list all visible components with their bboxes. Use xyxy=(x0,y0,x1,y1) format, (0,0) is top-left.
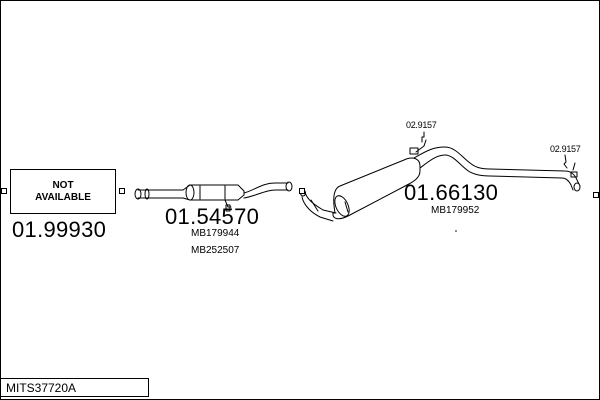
centre-oem-ref-1: MB179944 xyxy=(191,228,240,239)
rear-silencer-part-number: 01.66130 xyxy=(404,180,499,205)
stray-dot xyxy=(455,230,457,232)
joint-marker-1 xyxy=(119,188,125,194)
rear-oem-ref-1: MB179952 xyxy=(431,205,480,216)
centre-silencer-part-number: 01.54570 xyxy=(165,204,260,229)
assembly-code-label: MITS37720A xyxy=(1,378,149,397)
centre-oem-ref-2: MB252507 xyxy=(191,245,240,256)
bracket-part-number-1: 02.9157 xyxy=(406,120,437,130)
not-available-line1: NOT xyxy=(52,179,74,191)
not-available-line2: AVAILABLE xyxy=(35,191,91,203)
front-pipe-part-number: 01.99930 xyxy=(12,217,107,242)
bracket-pointers xyxy=(421,131,568,169)
joint-marker-2 xyxy=(299,188,305,194)
not-available-box: NOT AVAILABLE xyxy=(10,169,116,214)
joint-marker-right xyxy=(593,192,599,198)
centre-section-drawing xyxy=(134,181,293,212)
bracket-part-number-2: 02.9157 xyxy=(550,144,581,154)
rear-section-drawing xyxy=(300,145,581,222)
joint-marker-left xyxy=(1,188,7,194)
